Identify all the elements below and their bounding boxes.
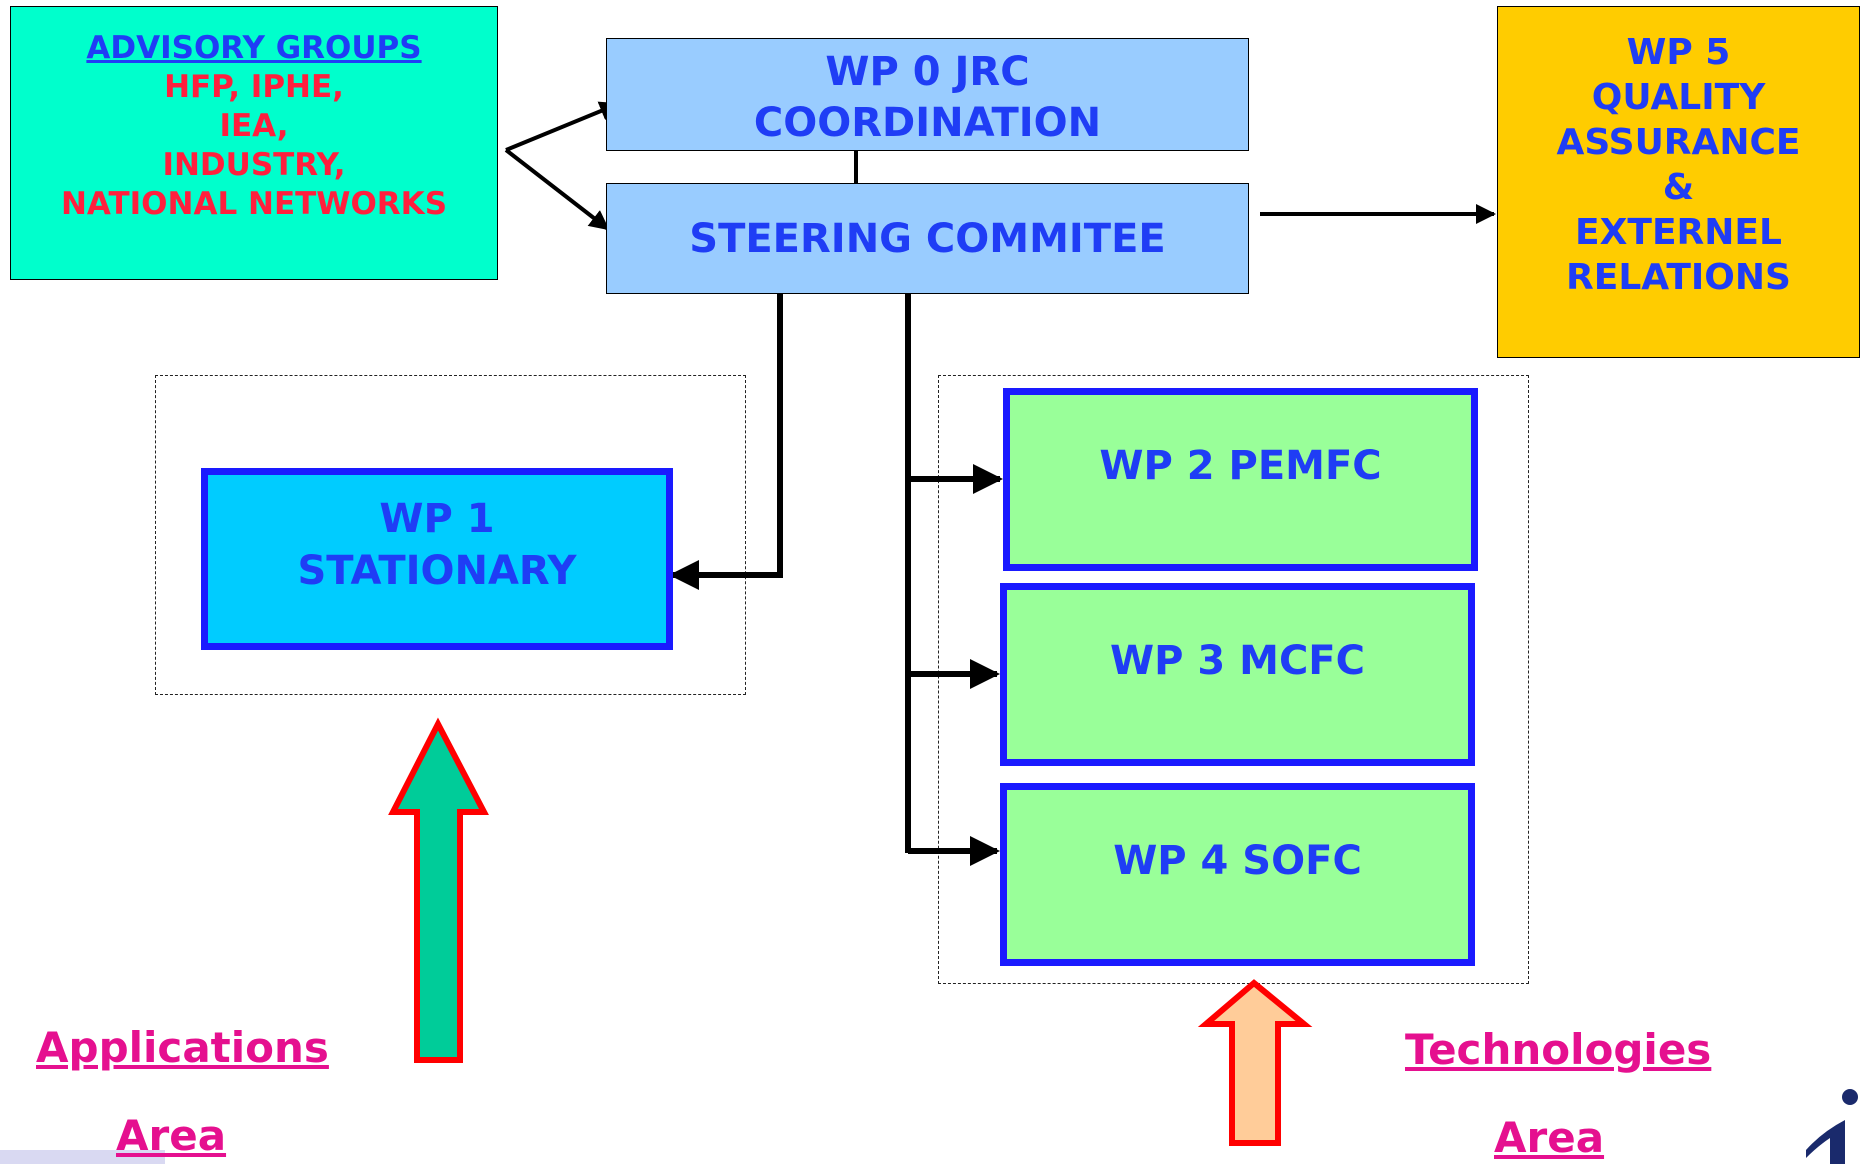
wp4-sofc-box: WP 4 SOFC xyxy=(1000,783,1475,966)
wp5-line-4: & xyxy=(1662,167,1695,208)
wp0-line-1: WP 0 JRC xyxy=(825,49,1030,95)
wp5-line-2: QUALITY xyxy=(1591,77,1766,118)
advisory-line-3: INDUSTRY, xyxy=(162,147,346,183)
advisory-to-coordination-arrow xyxy=(505,101,620,152)
wp5-line-5: EXTERNEL xyxy=(1575,212,1782,253)
bottom-left-strip xyxy=(0,1150,165,1164)
advisory-line-2: IEA, xyxy=(219,108,289,144)
advisory-line-4: NATIONAL NETWORKS xyxy=(60,186,448,222)
wp1-line-2: STATIONARY xyxy=(297,548,577,594)
advisory-line-1: HFP, IPHE, xyxy=(164,69,344,105)
steering-committee-box: STEERING COMMITEE xyxy=(606,183,1249,294)
technologies-label: Technologies xyxy=(1405,1025,1712,1074)
advisory-groups-box: ADVISORY GROUPS HFP, IPHE, IEA, INDUSTRY… xyxy=(10,6,498,280)
wp5-line-1: WP 5 xyxy=(1626,32,1731,73)
wp3-label: WP 3 MCFC xyxy=(1110,638,1365,684)
wp1-line-1: WP 1 xyxy=(379,496,495,542)
wp2-pemfc-box: WP 2 PEMFC xyxy=(1003,388,1478,571)
technologies-group-frame xyxy=(938,375,1529,984)
applications-label: Applications xyxy=(36,1023,329,1072)
wp2-label: WP 2 PEMFC xyxy=(1099,443,1382,489)
steering-to-wp1-arrow xyxy=(669,294,783,590)
wp0-line-2: COORDINATION xyxy=(753,100,1102,146)
applications-group-frame xyxy=(155,375,746,695)
applications-area-label: Area xyxy=(116,1111,227,1160)
advisory-groups-title: ADVISORY GROUPS xyxy=(86,30,422,66)
wp4-label: WP 4 SOFC xyxy=(1113,838,1362,884)
technologies-area-label: Area xyxy=(1494,1113,1605,1162)
wp5-quality-box: WP 5 QUALITY ASSURANCE & EXTERNEL RELATI… xyxy=(1497,6,1860,358)
technologies-up-arrow xyxy=(1197,979,1313,1146)
wp1-stationary-box: WP 1 STATIONARY xyxy=(201,468,673,650)
wp3-mcfc-box: WP 3 MCFC xyxy=(1000,583,1475,766)
steering-committee-label: STEERING COMMITEE xyxy=(689,215,1166,262)
applications-up-arrow xyxy=(388,717,489,1063)
advisory-to-steering-arrow xyxy=(504,148,610,231)
wp0-coordination-box: WP 0 JRC COORDINATION xyxy=(606,38,1249,151)
wp5-line-6: RELATIONS xyxy=(1566,257,1791,298)
wp5-line-3: ASSURANCE xyxy=(1556,122,1801,163)
